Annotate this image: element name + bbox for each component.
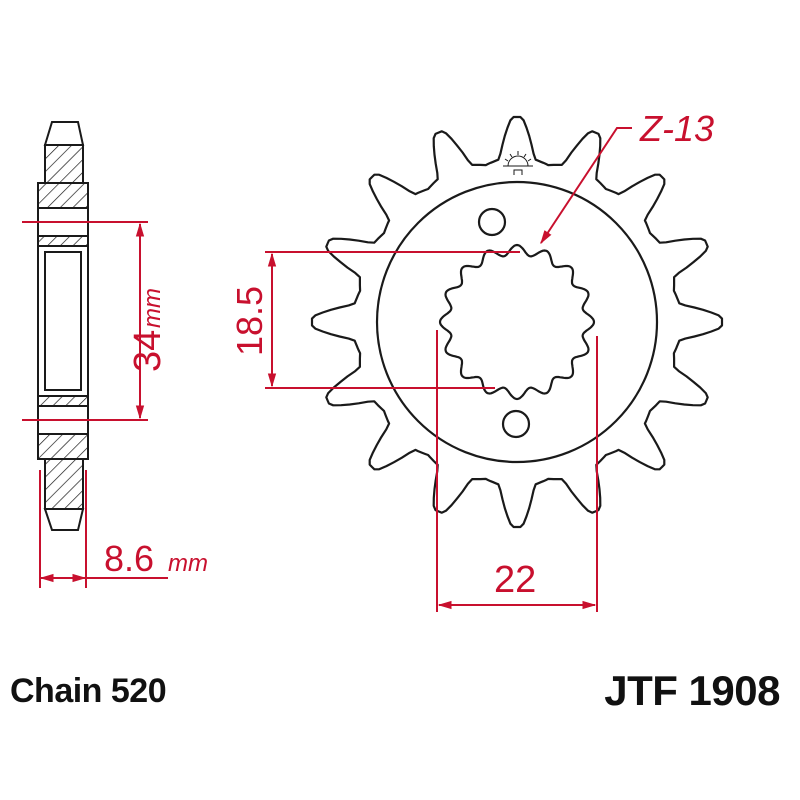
sun-logo-icon bbox=[503, 151, 533, 175]
thickness-label: 8.6 bbox=[104, 538, 154, 579]
hub-width-label-group: 34 mm bbox=[127, 288, 169, 372]
chain-size-label: Chain 520 bbox=[10, 672, 167, 710]
front-dimensions bbox=[265, 127, 632, 612]
side-view bbox=[37, 121, 89, 531]
hub-circle bbox=[375, 180, 659, 464]
front-view bbox=[310, 115, 724, 529]
spline-bore-outline bbox=[438, 243, 596, 401]
side-dimensions bbox=[22, 221, 168, 588]
side-bottom-shoulder bbox=[37, 433, 89, 460]
side-top-tooth-tip bbox=[43, 121, 85, 146]
bolt-hole-bottom bbox=[501, 409, 531, 439]
thickness-unit: mm bbox=[168, 550, 208, 577]
side-bottom-tooth-tip bbox=[43, 508, 85, 531]
hub-width-unit: mm bbox=[139, 288, 166, 328]
side-hub-hatch-top bbox=[37, 235, 89, 247]
teeth-leader-line bbox=[540, 127, 632, 245]
spline-width-label: 22 bbox=[494, 559, 536, 601]
side-top-shoulder bbox=[37, 182, 89, 209]
spline-height-label: 18.5 bbox=[229, 286, 270, 356]
teeth-count-label: Z-13 bbox=[639, 108, 714, 149]
hub-width-label: 34 bbox=[127, 330, 169, 372]
side-bottom-tooth bbox=[44, 458, 84, 510]
side-bore-inner bbox=[44, 251, 82, 391]
part-number-label: JTF 1908 bbox=[604, 667, 780, 714]
side-top-tooth bbox=[44, 144, 84, 184]
bolt-hole-top bbox=[477, 207, 507, 237]
side-hub-hatch-bottom bbox=[37, 395, 89, 407]
